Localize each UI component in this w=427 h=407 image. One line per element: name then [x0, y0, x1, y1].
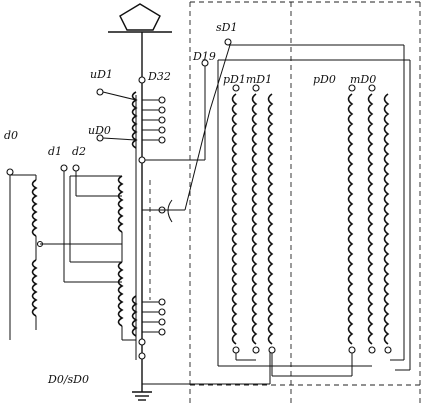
- right-coils: [231, 93, 390, 345]
- right-bottom-terminals: [232, 346, 392, 354]
- label-D0-sD0: D0/sD0: [47, 373, 89, 386]
- lower-tap-coil: [131, 295, 166, 360]
- label-mD0: mD0: [350, 73, 376, 86]
- switch-branch: [138, 44, 231, 223]
- right-wiring: [217, 44, 411, 377]
- label-d2: d2: [72, 145, 86, 158]
- label-uD1: uD1: [90, 68, 113, 81]
- u-terminals: [96, 88, 137, 142]
- label-D19: D19: [192, 50, 216, 63]
- upper-tap-coil: [131, 76, 166, 149]
- label-uD0: uD0: [88, 124, 111, 137]
- winding-d1-d2: [60, 164, 136, 341]
- label-pD0: pD0: [313, 73, 336, 86]
- winding-d0: [6, 168, 122, 340]
- label-d0: d0: [4, 129, 18, 142]
- label-d1: d1: [48, 145, 62, 158]
- main-bus: [135, 66, 143, 380]
- right-top-terminals: [224, 38, 376, 92]
- dashed-enclosure: [149, 1, 421, 405]
- label-pD1mD1: pD1mD1: [223, 73, 272, 86]
- ground-symbol: [132, 350, 271, 401]
- label-D32: D32: [147, 70, 171, 83]
- pentagon-symbol: [108, 3, 172, 66]
- label-sD1: sD1: [216, 21, 237, 34]
